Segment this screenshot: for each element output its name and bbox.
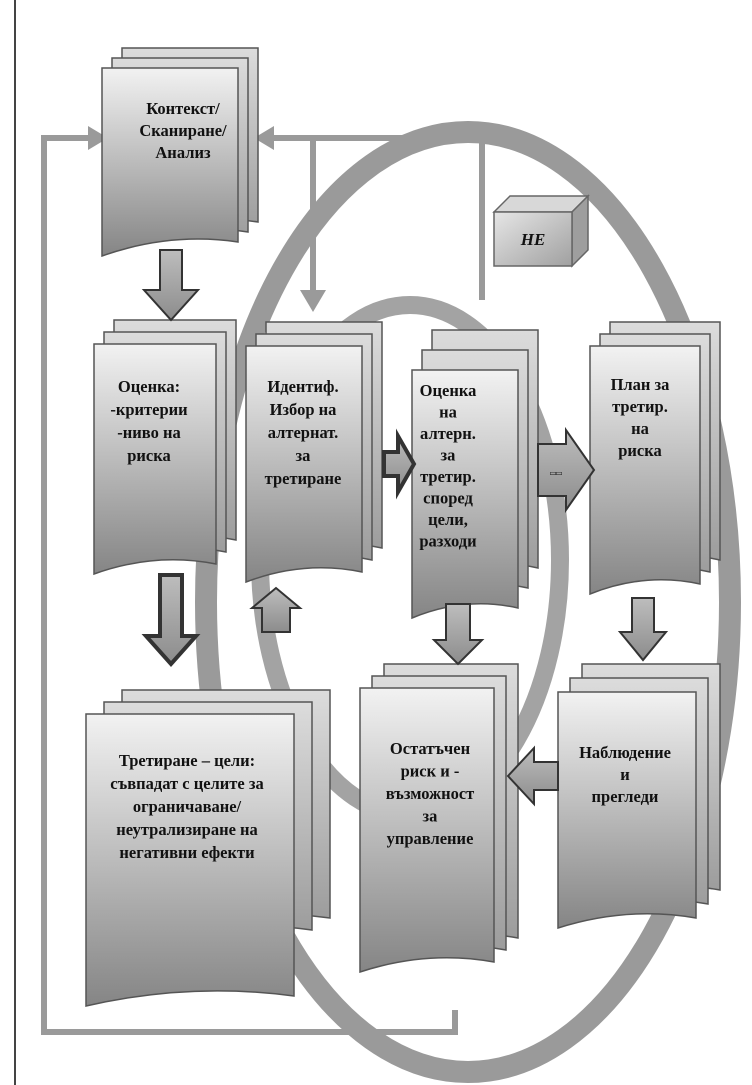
doc-evaluate-text: Оценка на алтерн. за третир. според цели, разхо… (419, 381, 477, 551)
feedback-arrowheads (88, 126, 326, 312)
arrow-plan-to-monitoring (617, 597, 669, 662)
feedback-loop-lines (41, 135, 485, 1035)
doc-context: Контекст/Сканиране/Анализ (101, 47, 259, 258)
doc-residual-text: Остатъчен риск и - възможност за управление (386, 739, 475, 848)
doc-residual-line: за (423, 807, 438, 826)
doc-context-line: Сканиране/ (139, 121, 227, 140)
doc-identify-line: алтернат. (268, 423, 339, 442)
decision-box-label: НЕ (520, 230, 546, 249)
doc-monitoring-line: и (620, 765, 630, 784)
arrow-evaluate-to-residual (431, 603, 485, 666)
doc-identify-line: Избор на (270, 400, 337, 419)
doc-plan: План за третир. на риска (589, 321, 721, 596)
doc-residual: Остатъчен риск и - възможност за управление (359, 663, 519, 974)
doc-residual-line: риск и - (401, 762, 460, 781)
doc-context-line: Анализ (155, 143, 211, 162)
doc-evaluate: Оценка на алтерн. за третир. според цели, разхо… (411, 329, 539, 620)
decision-box-ne: НЕ (492, 194, 590, 268)
arrow-context-to-assessment (141, 249, 201, 322)
doc-assessment: Оценка: -критерии -ниво на риска (93, 319, 237, 576)
doc-identify: Идентиф. Избор на алтернат. за третиране (245, 321, 383, 584)
doc-assessment-text: Оценка: -критерии -ниво на риска (110, 377, 188, 465)
doc-context-line: Контекст/ (146, 99, 220, 118)
doc-monitoring-line: прегледи (592, 787, 659, 806)
doc-identify-line: за (296, 446, 311, 465)
arrow-assessment-to-treatment (141, 573, 201, 668)
doc-residual-line: възможност (386, 784, 475, 803)
doc-plan-text: План за третир. на риска (611, 375, 670, 460)
doc-monitoring-text: Наблюдение и прегледи (579, 743, 671, 806)
doc-monitoring-line: Наблюдение (579, 743, 671, 762)
arrow-evaluate-to-plan-label: ▭▭ (550, 468, 562, 479)
doc-plan-line: третир. (612, 397, 668, 416)
doc-identify-line: третиране (265, 469, 342, 488)
doc-residual-line: управление (387, 829, 474, 848)
doc-treatment-line: съвпадат с целите за (110, 774, 264, 793)
doc-assessment-line: -ниво на (117, 423, 180, 442)
arrow-treatment-to-identify (249, 586, 303, 633)
doc-evaluate-line: според (423, 489, 473, 508)
doc-identify-text: Идентиф. Избор на алтернат. за третиране (265, 377, 342, 488)
doc-treatment-text: Третиране – цели: съвпадат с целите за огр… (110, 751, 264, 862)
doc-context-text: Контекст/Сканиране/Анализ (139, 99, 227, 162)
doc-residual-line: Остатъчен (390, 739, 471, 758)
doc-evaluate-line: алтерн. (420, 424, 476, 443)
doc-treatment-line: негативни ефекти (119, 843, 255, 862)
doc-plan-line: на (631, 419, 649, 438)
doc-plan-line: План за (611, 375, 670, 394)
doc-monitoring: Наблюдение и прегледи (557, 663, 721, 930)
doc-evaluate-line: цели, (428, 510, 468, 529)
doc-evaluate-line: разходи (419, 532, 477, 551)
doc-assessment-line: Оценка: (118, 377, 180, 396)
doc-evaluate-line: на (439, 403, 457, 422)
doc-treatment-line: Третиране – цели: (119, 751, 255, 770)
arrow-evaluate-to-plan (537, 426, 596, 514)
doc-treatment: Третиране – цели: съвпадат с целите за огр… (85, 689, 331, 1007)
doc-treatment-line: неутрализиране на (116, 820, 258, 839)
arrow-identify-to-evaluate (382, 428, 417, 500)
doc-assessment-line: риска (127, 446, 171, 465)
doc-plan-line: риска (618, 441, 662, 460)
arrow-monitoring-to-residual (506, 745, 559, 807)
doc-evaluate-line: Оценка (420, 381, 477, 400)
doc-evaluate-line: третир. (420, 467, 476, 486)
doc-evaluate-line: за (441, 446, 456, 465)
doc-treatment-line: ограничаване/ (133, 797, 242, 816)
doc-assessment-line: -критерии (110, 400, 188, 419)
doc-identify-line: Идентиф. (267, 377, 338, 396)
